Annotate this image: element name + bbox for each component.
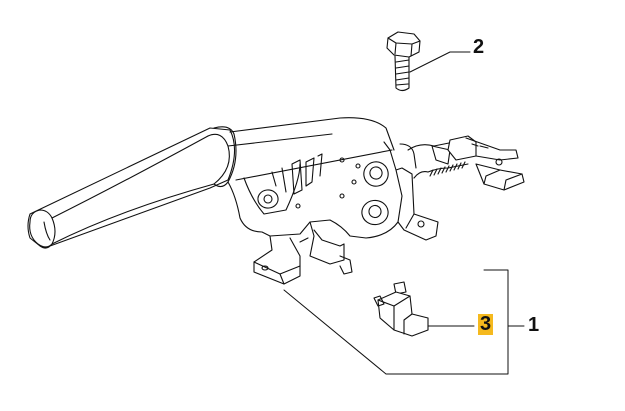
bolt-part bbox=[386, 31, 421, 92]
callout-2: 2 bbox=[473, 36, 485, 58]
lever-bracket bbox=[227, 141, 439, 241]
lever-handle bbox=[27, 117, 395, 249]
callout-1: 1 bbox=[528, 314, 540, 336]
cable-assembly bbox=[407, 135, 525, 191]
callout-3: 3 bbox=[478, 313, 493, 335]
leader-lines bbox=[283, 51, 525, 375]
mounting-feet bbox=[253, 221, 353, 285]
switch-part bbox=[373, 281, 429, 337]
